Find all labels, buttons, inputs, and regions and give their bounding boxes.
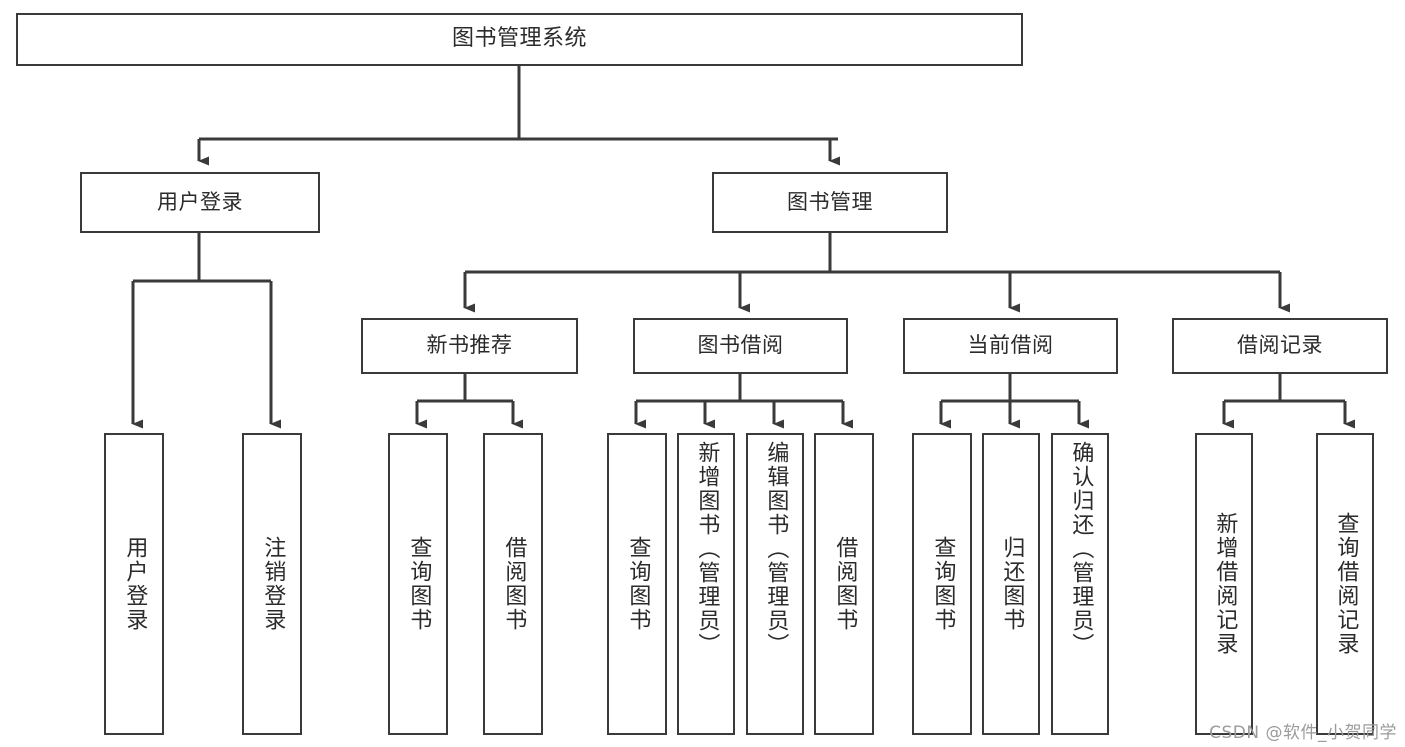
node-label: 新增图书（管理员） <box>694 441 720 657</box>
node-label: 用户登录 <box>157 189 243 214</box>
node-label: 确认归还（管理员） <box>1068 441 1094 657</box>
node-leaf-query-book-new[interactable]: 查询图书 <box>388 433 448 735</box>
node-label: 新书推荐 <box>426 333 513 358</box>
node-book-borrow[interactable]: 图书借阅 <box>633 318 848 374</box>
node-leaf-query-book-current[interactable]: 查询图书 <box>912 433 972 735</box>
node-leaf-confirm-return[interactable]: 确认归还（管理员） <box>1051 433 1109 735</box>
node-leaf-return-book[interactable]: 归还图书 <box>982 433 1040 735</box>
node-leaf-query-book-borrow[interactable]: 查询图书 <box>607 433 667 735</box>
node-borrow-record[interactable]: 借阅记录 <box>1172 318 1388 374</box>
node-leaf-logout-login[interactable]: 注销登录 <box>242 433 302 735</box>
node-current-borrow[interactable]: 当前借阅 <box>903 318 1118 374</box>
node-leaf-user-login[interactable]: 用户登录 <box>104 433 164 735</box>
node-label: 归还图书 <box>999 536 1025 632</box>
node-label: 图书管理系统 <box>451 26 587 52</box>
node-leaf-add-book[interactable]: 新增图书（管理员） <box>677 433 735 735</box>
node-label: 注销登录 <box>260 536 286 632</box>
node-label: 编辑图书（管理员） <box>763 441 789 657</box>
node-label: 新增借阅记录 <box>1212 512 1238 656</box>
node-leaf-borrow-book-borrow[interactable]: 借阅图书 <box>814 433 874 735</box>
node-leaf-borrow-book-new[interactable]: 借阅图书 <box>483 433 543 735</box>
node-label: 查询图书 <box>406 536 432 632</box>
watermark-text: CSDN @软件_小贺同学 <box>1209 723 1397 743</box>
node-root-system[interactable]: 图书管理系统 <box>16 13 1023 66</box>
node-label: 图书管理 <box>787 189 873 214</box>
node-label: 当前借阅 <box>967 333 1054 358</box>
node-label: 借阅图书 <box>501 536 527 632</box>
node-label: 借阅记录 <box>1237 333 1323 358</box>
node-label: 查询图书 <box>625 536 651 632</box>
node-label: 查询借阅记录 <box>1333 512 1359 656</box>
node-label: 用户登录 <box>122 536 148 632</box>
node-label: 借阅图书 <box>832 536 858 632</box>
node-leaf-query-record[interactable]: 查询借阅记录 <box>1316 433 1374 735</box>
node-user-login[interactable]: 用户登录 <box>80 172 320 233</box>
node-leaf-add-record[interactable]: 新增借阅记录 <box>1195 433 1253 735</box>
node-leaf-edit-book[interactable]: 编辑图书（管理员） <box>746 433 804 735</box>
node-label: 图书借阅 <box>697 333 784 358</box>
node-book-manage[interactable]: 图书管理 <box>712 172 948 233</box>
node-new-book-recommend[interactable]: 新书推荐 <box>361 318 578 374</box>
node-label: 查询图书 <box>930 536 956 632</box>
